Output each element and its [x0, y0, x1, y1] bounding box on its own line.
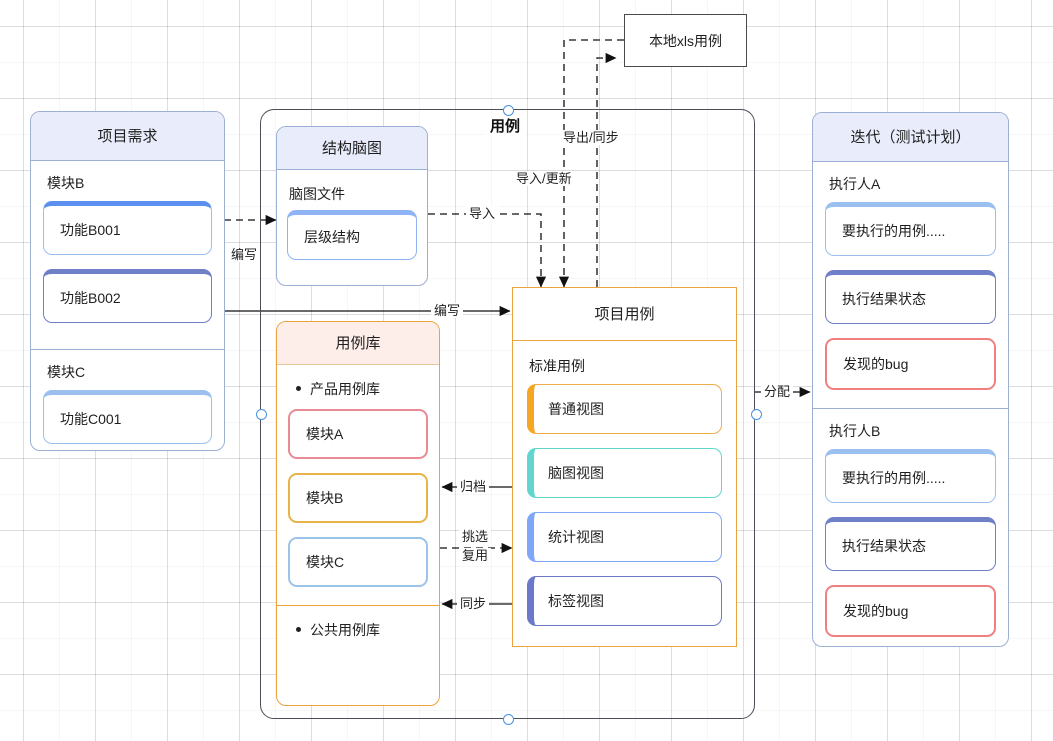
- project-cases-item-mindmap-view[interactable]: 脑图视图: [527, 448, 722, 498]
- iteration-item-bug-a[interactable]: 发现的bug: [825, 338, 996, 390]
- connector-label-write-mindmap: 编写: [228, 247, 261, 262]
- iteration-item-label: 要执行的用例.....: [842, 223, 946, 239]
- connector-label-archive: 归档: [457, 479, 490, 494]
- connector-label-import-mindmap: 导入: [466, 206, 499, 221]
- caselib-item-label: 模块C: [306, 554, 345, 570]
- project-cases-item-label: 脑图视图: [548, 465, 604, 481]
- caselib-panel[interactable]: 用例库 产品用例库 模块A 模块B 模块C 公共用例库: [276, 321, 440, 706]
- requirement-item-label: 功能C001: [60, 411, 122, 427]
- iteration-item-label: 发现的bug: [843, 356, 909, 372]
- project-cases-item-normal-view[interactable]: 普通视图: [527, 384, 722, 434]
- project-cases-item-label: 统计视图: [548, 529, 604, 545]
- caselib-item-module-b[interactable]: 模块B: [288, 473, 428, 523]
- iteration-divider: [813, 408, 1008, 409]
- iteration-panel-title: 迭代（测试计划）: [813, 113, 1008, 162]
- project-cases-section-label: 标准用例: [529, 358, 585, 374]
- group-handle-top[interactable]: [503, 105, 514, 116]
- connector-export-sync: [596, 52, 617, 287]
- iteration-item-result-b[interactable]: 执行结果状态: [825, 517, 996, 571]
- usecase-group-title: 用例: [484, 115, 527, 136]
- local-xls-box[interactable]: 本地xls用例: [624, 14, 747, 67]
- iteration-item-label: 执行结果状态: [842, 291, 926, 307]
- project-cases-panel-title: 项目用例: [513, 288, 736, 341]
- iteration-section-label-1: 执行人B: [829, 423, 881, 439]
- group-handle-bottom[interactable]: [503, 714, 514, 725]
- iteration-item-label: 执行结果状态: [842, 538, 926, 554]
- iteration-section-label-0: 执行人A: [829, 176, 881, 192]
- requirement-item-b001[interactable]: 功能B001: [43, 201, 212, 255]
- iteration-panel[interactable]: 迭代（测试计划） 执行人A 要执行的用例..... 执行结果状态 发现的bug …: [812, 112, 1009, 647]
- iteration-item-cases-a[interactable]: 要执行的用例.....: [825, 202, 996, 256]
- iteration-item-label: 要执行的用例.....: [842, 470, 946, 486]
- requirements-section-label-1: 模块C: [47, 364, 86, 380]
- caselib-group-label-text: 公共用例库: [310, 622, 380, 638]
- project-cases-item-tag-view[interactable]: 标签视图: [527, 576, 722, 626]
- bullet-icon: [296, 386, 301, 392]
- requirements-divider: [31, 349, 224, 350]
- connector-import-mindmap: [428, 213, 547, 288]
- caselib-item-module-a[interactable]: 模块A: [288, 409, 428, 459]
- connector-label-export-sync: 导出/同步: [560, 130, 622, 145]
- requirement-item-c001[interactable]: 功能C001: [43, 390, 212, 444]
- requirement-item-b002[interactable]: 功能B002: [43, 269, 212, 323]
- iteration-item-result-a[interactable]: 执行结果状态: [825, 270, 996, 324]
- requirements-section-label-0: 模块B: [47, 175, 85, 191]
- iteration-item-cases-b[interactable]: 要执行的用例.....: [825, 449, 996, 503]
- caselib-item-label: 模块A: [306, 426, 344, 442]
- mindmap-item-hierarchy[interactable]: 层级结构: [287, 210, 417, 260]
- caselib-group-label-0: 产品用例库: [288, 369, 428, 409]
- caselib-item-module-c[interactable]: 模块C: [288, 537, 428, 587]
- caselib-divider: [277, 605, 439, 606]
- connector-label-sync: 同步: [457, 596, 490, 611]
- mindmap-section-label: 脑图文件: [289, 186, 345, 202]
- group-handle-left[interactable]: [256, 409, 267, 420]
- caselib-group-label-text: 产品用例库: [310, 381, 380, 397]
- local-xls-label: 本地xls用例: [648, 32, 723, 49]
- requirement-item-label: 功能B002: [60, 290, 121, 306]
- connector-label-assign: 分配: [761, 384, 794, 399]
- caselib-group-label-1: 公共用例库: [288, 610, 428, 650]
- requirements-panel[interactable]: 项目需求 模块B 功能B001 功能B002 模块C 功能C001: [30, 111, 225, 451]
- project-cases-item-label: 普通视图: [548, 401, 604, 417]
- connector-label-reuse: 复用: [459, 548, 492, 563]
- iteration-item-label: 发现的bug: [843, 603, 909, 619]
- group-handle-right[interactable]: [751, 409, 762, 420]
- mindmap-panel-title: 结构脑图: [277, 127, 427, 170]
- iteration-item-bug-b[interactable]: 发现的bug: [825, 585, 996, 637]
- project-cases-panel[interactable]: 项目用例 标准用例 普通视图 脑图视图 统计视图 标签视图: [512, 287, 737, 647]
- mindmap-item-label: 层级结构: [304, 229, 360, 245]
- mindmap-panel[interactable]: 结构脑图 脑图文件 层级结构: [276, 126, 428, 286]
- project-cases-item-stats-view[interactable]: 统计视图: [527, 512, 722, 562]
- project-cases-item-label: 标签视图: [548, 593, 604, 609]
- requirements-panel-title: 项目需求: [31, 112, 224, 161]
- caselib-item-label: 模块B: [306, 490, 344, 506]
- connector-label-import-update: 导入/更新: [513, 171, 575, 186]
- requirement-item-label: 功能B001: [60, 222, 121, 238]
- connector-import-update: [558, 39, 624, 288]
- caselib-panel-title: 用例库: [277, 322, 439, 365]
- connector-label-pick: 挑选: [459, 529, 492, 544]
- bullet-icon: [296, 627, 301, 633]
- connector-label-write-cases: 编写: [431, 303, 464, 318]
